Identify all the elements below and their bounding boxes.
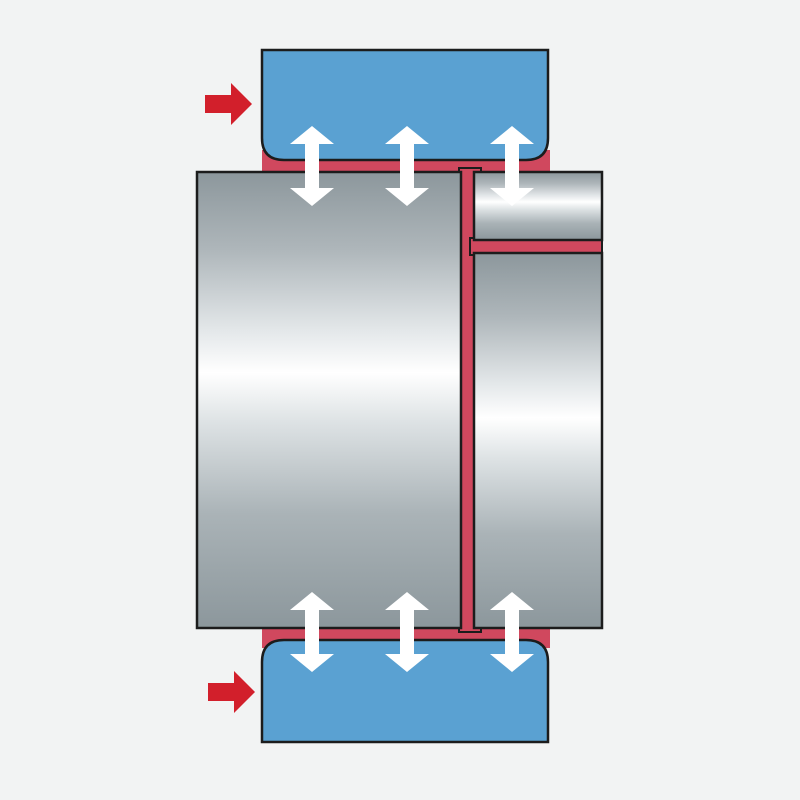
double-arrow-vertical-icon: [290, 126, 334, 206]
double-arrow-vertical-icon: [385, 126, 429, 206]
arrow-right-icon: [208, 671, 255, 713]
double-arrow-vertical-icon: [490, 592, 534, 672]
push-arrows: [205, 83, 255, 713]
hub-top: [260, 48, 550, 162]
double-arrow-vertical-icon: [290, 592, 334, 672]
sleeve-lower: [472, 251, 604, 630]
sleeve-upper: [472, 170, 604, 242]
hub-bottom: [260, 638, 550, 744]
pressure-arrows: [290, 126, 534, 672]
double-arrow-vertical-icon: [385, 592, 429, 672]
arrow-right-icon: [205, 83, 252, 125]
double-arrow-vertical-icon: [490, 126, 534, 206]
shaft-main: [195, 170, 463, 630]
